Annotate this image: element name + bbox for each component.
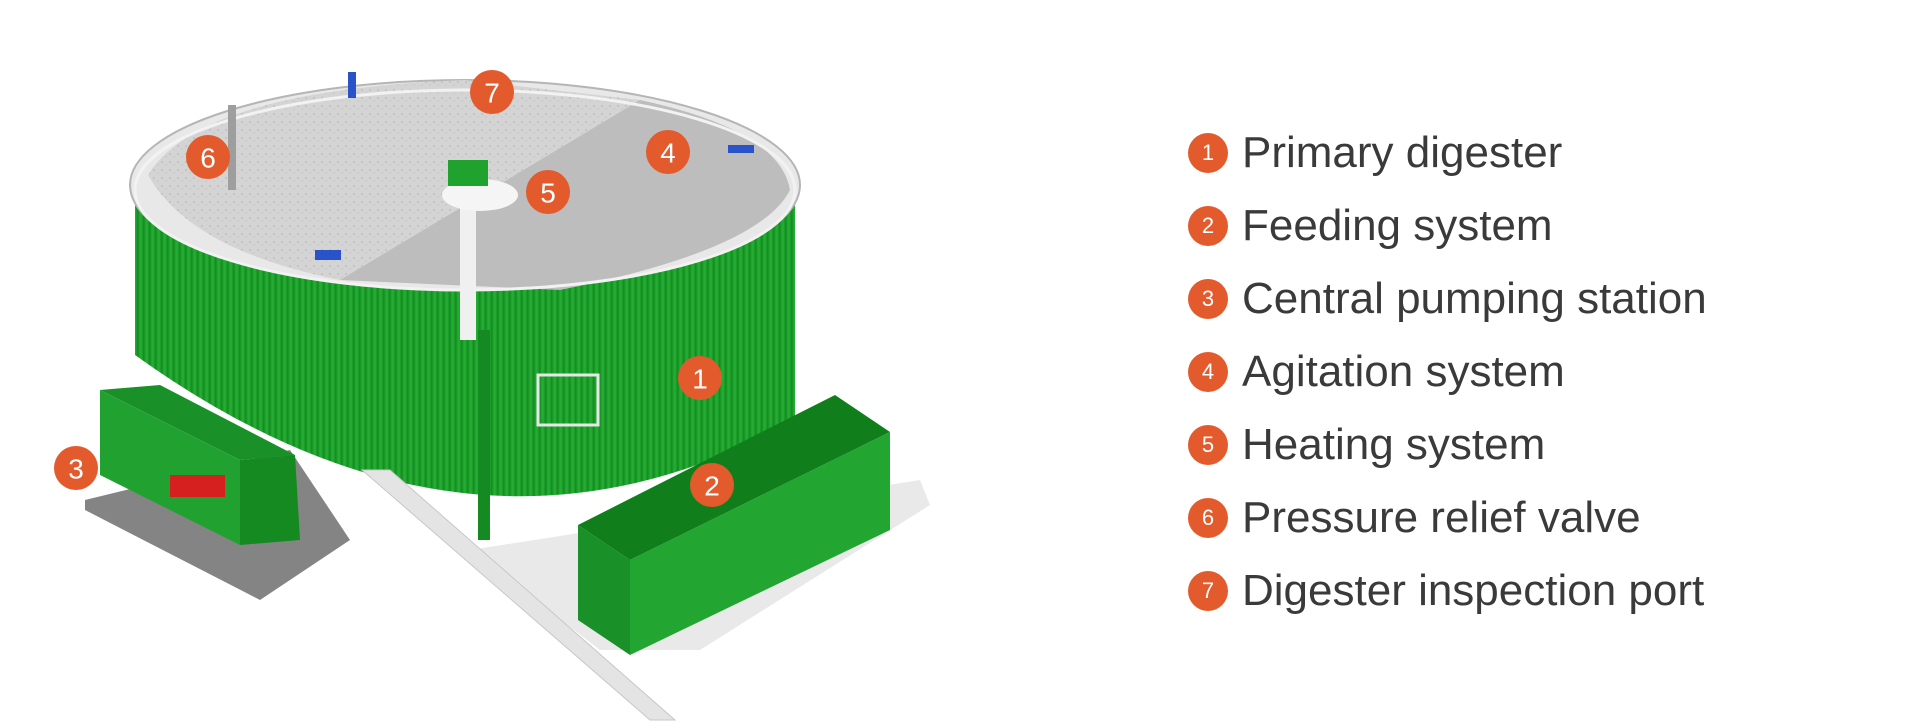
legend-item: 1 Primary digester bbox=[1188, 116, 1707, 189]
feeder-front bbox=[578, 525, 630, 655]
pump-container-end bbox=[240, 455, 300, 545]
feeder-side bbox=[630, 432, 890, 655]
pump-container-top bbox=[100, 385, 295, 460]
marker-number: 6 bbox=[200, 143, 216, 174]
number-badge: 5 bbox=[1188, 424, 1228, 465]
marker-number: 3 bbox=[68, 454, 84, 485]
legend-label: Digester inspection port bbox=[1242, 565, 1705, 615]
number-badge: 7 bbox=[1188, 570, 1228, 611]
agitator bbox=[348, 72, 356, 98]
feeder-top bbox=[578, 395, 890, 560]
service-platform bbox=[536, 373, 600, 427]
diagram-marker: 7 bbox=[470, 70, 514, 114]
marker-number: 7 bbox=[484, 78, 500, 109]
digester-illustration: 1 2 3 4 5 6 7 bbox=[54, 70, 930, 721]
legend-label: Central pumping station bbox=[1242, 273, 1707, 323]
number-badge: 2 bbox=[1188, 205, 1228, 246]
marker-circle bbox=[690, 463, 734, 507]
marker-circle bbox=[470, 70, 514, 114]
number-badge: 4 bbox=[1188, 351, 1228, 392]
diagram-marker: 6 bbox=[186, 135, 230, 179]
marker-circle bbox=[186, 135, 230, 179]
marker-circle bbox=[54, 446, 98, 490]
central-column bbox=[460, 200, 476, 340]
diagram-marker: 3 bbox=[54, 446, 98, 490]
marker-circle bbox=[646, 130, 690, 174]
legend-item: 2 Feeding system bbox=[1188, 189, 1707, 262]
marker-number: 2 bbox=[704, 471, 720, 502]
agitator bbox=[728, 145, 754, 153]
legend-item: 3 Central pumping station bbox=[1188, 262, 1707, 335]
legend-label: Agitation system bbox=[1242, 346, 1565, 396]
heating-dome bbox=[442, 179, 518, 211]
legend-item: 5 Heating system bbox=[1188, 408, 1707, 481]
number-badge: 3 bbox=[1188, 278, 1228, 319]
pressure-relief-pipe bbox=[228, 105, 236, 190]
legend-item: 7 Digester inspection port bbox=[1188, 554, 1707, 627]
marker-number: 4 bbox=[660, 138, 676, 169]
marker-circle bbox=[678, 356, 722, 400]
legend-label: Feeding system bbox=[1242, 200, 1553, 250]
heating-unit bbox=[448, 160, 488, 186]
vertical-pipe bbox=[478, 330, 490, 540]
diagram-marker: 2 bbox=[690, 463, 734, 507]
legend-label: Primary digester bbox=[1242, 127, 1563, 177]
component-legend: 1 Primary digester 2 Feeding system 3 Central… bbox=[1188, 116, 1707, 627]
marker-number: 1 bbox=[692, 364, 708, 395]
number-badge: 6 bbox=[1188, 497, 1228, 538]
marker-number: 5 bbox=[540, 178, 556, 209]
agitator bbox=[315, 250, 341, 260]
pump-container-side bbox=[100, 390, 240, 545]
diagram-marker: 4 bbox=[646, 130, 690, 174]
marker-circle bbox=[526, 170, 570, 214]
diagram-marker: 1 bbox=[678, 356, 722, 400]
legend-item: 4 Agitation system bbox=[1188, 335, 1707, 408]
pump-unit bbox=[170, 475, 225, 497]
number-badge: 1 bbox=[1188, 132, 1228, 173]
legend-label: Pressure relief valve bbox=[1242, 492, 1641, 542]
legend-label: Heating system bbox=[1242, 419, 1546, 469]
diagram-marker: 5 bbox=[526, 170, 570, 214]
digester-roof-left bbox=[148, 80, 640, 280]
walkway bbox=[360, 469, 677, 721]
legend-item: 6 Pressure relief valve bbox=[1188, 481, 1707, 554]
